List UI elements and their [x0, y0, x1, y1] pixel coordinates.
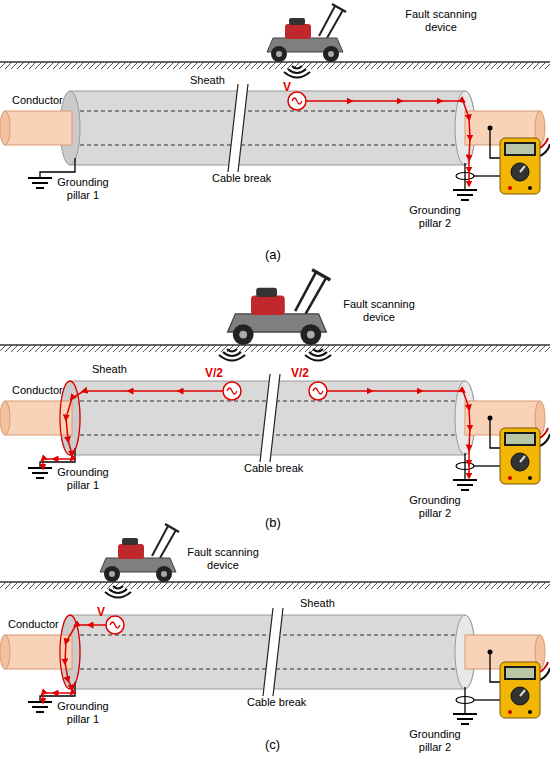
part-label: Cable break	[244, 462, 303, 475]
ground-surface	[0, 345, 550, 352]
current-path	[288, 92, 470, 184]
cable-break-mark	[263, 608, 283, 696]
voltage-label: V/2	[205, 367, 223, 381]
voltage-source	[309, 382, 327, 400]
signal-symbol	[105, 586, 131, 598]
current-path	[43, 381, 470, 476]
panel-label: (b)	[265, 516, 281, 531]
voltage-label: V/2	[291, 367, 309, 381]
voltage-label: V	[283, 81, 291, 95]
grounding-and-meter	[28, 416, 550, 491]
part-label: Grounding pillar 2	[404, 494, 466, 519]
signal-symbol	[305, 349, 331, 361]
part-label: Fault scanning device	[180, 546, 266, 571]
signal-symbol	[284, 66, 310, 78]
part-label: Sheath	[190, 74, 225, 87]
grounding-and-meter	[28, 126, 550, 201]
ground-surface	[0, 62, 550, 69]
part-label: Cable break	[247, 696, 306, 709]
panel-label: (a)	[265, 248, 281, 263]
panel-label: (c)	[265, 738, 280, 753]
signal-symbol	[219, 349, 245, 361]
ground-surface	[0, 582, 550, 589]
voltage-label: V	[97, 606, 105, 620]
scanning-device	[267, 4, 346, 62]
part-label: Conductor	[12, 384, 63, 397]
part-label: Fault scanning device	[336, 298, 422, 323]
scanning-device	[228, 270, 331, 345]
part-label: Conductor	[12, 94, 63, 107]
part-label: Sheath	[300, 597, 335, 610]
part-label: Grounding pillar 2	[404, 728, 466, 753]
voltage-source	[223, 382, 241, 400]
part-label: Grounding pillar 1	[52, 466, 114, 491]
scanning-device	[100, 524, 179, 582]
part-label: Cable break	[212, 172, 271, 185]
part-label: Fault scanning device	[398, 8, 484, 33]
cable-break-mark	[228, 84, 248, 172]
voltage-source	[288, 92, 306, 110]
part-label: Grounding pillar 2	[404, 204, 466, 229]
part-label: Grounding pillar 1	[52, 700, 114, 725]
part-label: Grounding pillar 1	[52, 176, 114, 201]
cable-break-mark	[260, 374, 280, 462]
voltage-source	[106, 616, 124, 634]
part-label: Conductor	[8, 618, 59, 631]
part-label: Sheath	[92, 363, 127, 376]
grounding-and-meter	[28, 650, 550, 725]
